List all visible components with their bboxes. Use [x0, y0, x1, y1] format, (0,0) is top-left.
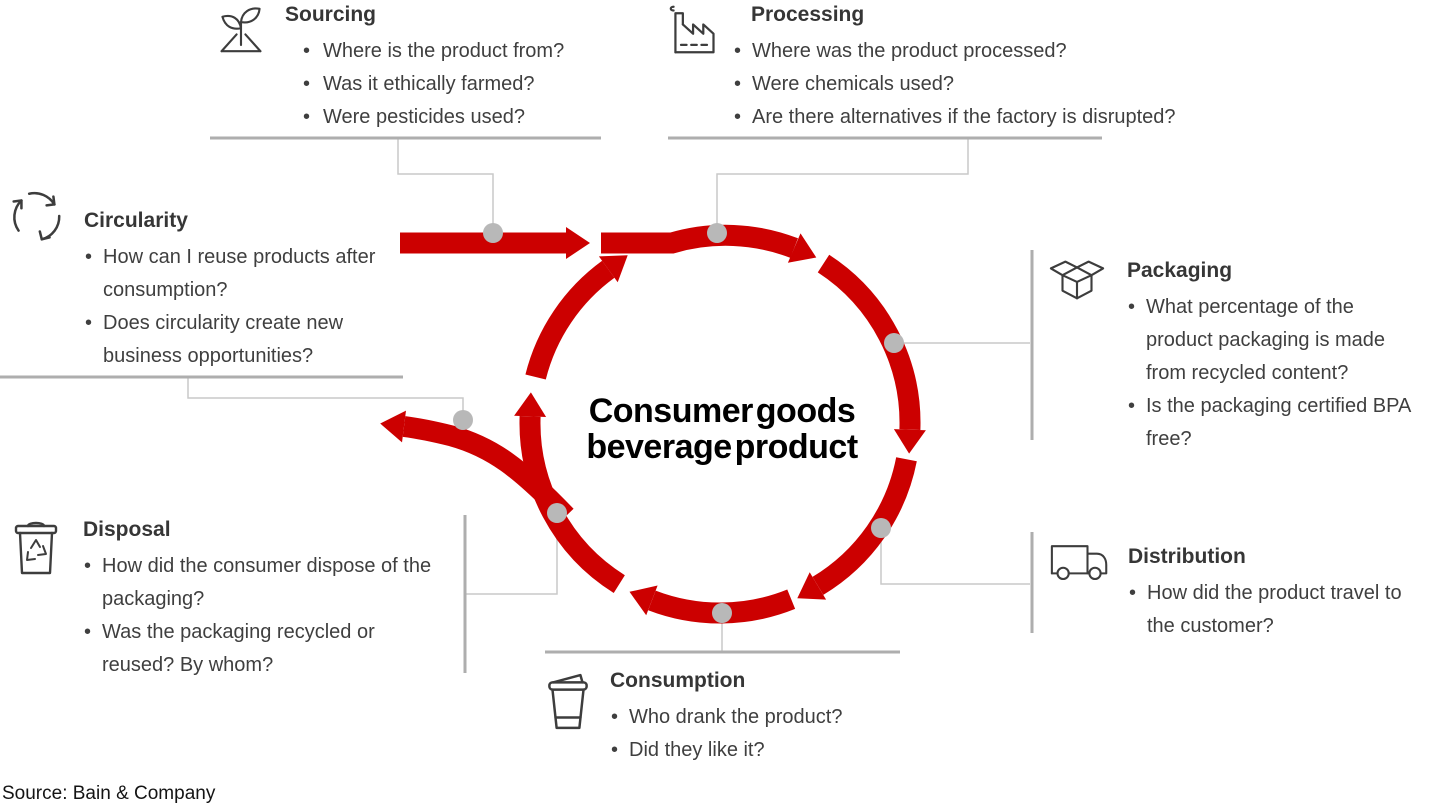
- bullet: Where is the product from?: [299, 35, 638, 68]
- stage-title-consumption: Consumption: [610, 669, 746, 692]
- stage-processing: Processing Where was the product process…: [668, 2, 1318, 134]
- bullet: Was the packaging recycled or reused? By…: [83, 616, 433, 682]
- arrowhead-sourcing: [566, 227, 590, 259]
- stage-dot-disposal: [547, 503, 567, 523]
- stage-consumption: Consumption Who drank the product? Did t…: [545, 668, 965, 767]
- source-attribution: Source: Bain & Company: [2, 783, 216, 804]
- open-box-icon: [1048, 255, 1106, 310]
- arrowhead-packaging: [893, 429, 926, 454]
- bullet: Were pesticides used?: [299, 101, 638, 134]
- stage-bullets-sourcing: Where is the product from? Was it ethica…: [299, 35, 638, 134]
- stage-dot-processing: [707, 223, 727, 243]
- bullet: Are there alternatives if the factory is…: [733, 101, 1318, 134]
- stage-title-processing: Processing: [751, 3, 865, 26]
- arrowhead-disposal: [514, 392, 547, 417]
- connector-distribution: [880, 528, 1030, 585]
- stage-title-packaging: Packaging: [1127, 259, 1233, 282]
- stage-bullets-circularity: How can I reuse products after consumpti…: [84, 241, 389, 373]
- bullet: Does circularity create new business opp…: [84, 307, 389, 373]
- connector-processing: [716, 139, 969, 233]
- factory-icon: [668, 4, 720, 61]
- bullet: Where was the product processed?: [733, 35, 1318, 68]
- stage-dot-distribution: [871, 518, 891, 538]
- ring-segment-circularity-exit: [402, 416, 574, 524]
- ring-segment-processing: [601, 224, 798, 258]
- recycle-icon: [3, 186, 67, 253]
- stage-dot-packaging: [884, 333, 904, 353]
- bullet: How did the consumer dispose of the pack…: [83, 550, 433, 616]
- stage-sourcing: Sourcing Where is the product from? Was …: [218, 2, 638, 134]
- bullet: Were chemicals used?: [733, 68, 1318, 101]
- stage-bullets-consumption: Who drank the product? Did they like it?: [610, 701, 965, 767]
- bullet: What percentage of the product packaging…: [1127, 291, 1423, 390]
- bullet: How can I reuse products after consumpti…: [84, 241, 389, 307]
- bullet: Was it ethically farmed?: [299, 68, 638, 101]
- stage-disposal: Disposal How did the consumer dispose of…: [13, 516, 453, 682]
- truck-icon: [1050, 544, 1110, 589]
- stage-title-disposal: Disposal: [83, 518, 171, 541]
- stage-dot-sourcing: [483, 223, 503, 243]
- ring-segment-distribution: [812, 457, 917, 595]
- connector-circularity: [187, 378, 464, 420]
- stage-bullets-disposal: How did the consumer dispose of the pack…: [83, 550, 433, 682]
- ring-segment-upper-left: [525, 260, 615, 380]
- stage-title-circularity: Circularity: [84, 209, 188, 232]
- stage-dot-consumption: [712, 603, 732, 623]
- stage-title-distribution: Distribution: [1128, 545, 1246, 568]
- cup-icon: [545, 672, 591, 737]
- bullet: Is the packaging certified BPA free?: [1127, 390, 1423, 456]
- center-label-line2: beverage product: [586, 428, 858, 466]
- arrowhead-processing: [787, 233, 817, 263]
- stage-distribution: Distribution How did the product travel …: [1050, 540, 1440, 643]
- stage-bullets-processing: Where was the product processed? Were ch…: [733, 35, 1318, 134]
- stage-title-sourcing: Sourcing: [285, 3, 377, 26]
- bullet: How did the product travel to the custom…: [1128, 577, 1420, 643]
- arrowhead-consumption: [629, 585, 658, 616]
- bullet: Who drank the product?: [610, 701, 965, 734]
- bullet: Did they like it?: [610, 734, 965, 767]
- center-product-label: Consumer goods beverage product: [545, 393, 899, 465]
- center-label-line1: Consumer goods: [588, 392, 856, 430]
- stage-dot-circularity: [453, 410, 473, 430]
- connector-sourcing: [397, 139, 494, 233]
- seedling-icon: [218, 3, 264, 62]
- stage-circularity: Circularity How can I reuse products aft…: [3, 186, 403, 373]
- trash-bin-icon: [13, 518, 59, 581]
- stage-packaging: Packaging What percentage of the product…: [1048, 255, 1440, 456]
- stage-bullets-distribution: How did the product travel to the custom…: [1128, 577, 1420, 643]
- arrowhead-distribution: [797, 572, 827, 600]
- arrowhead-upper-left: [598, 255, 628, 283]
- arrowhead-circularity-exit: [380, 410, 406, 443]
- stage-bullets-packaging: What percentage of the product packaging…: [1127, 291, 1423, 456]
- connector-disposal: [466, 513, 558, 595]
